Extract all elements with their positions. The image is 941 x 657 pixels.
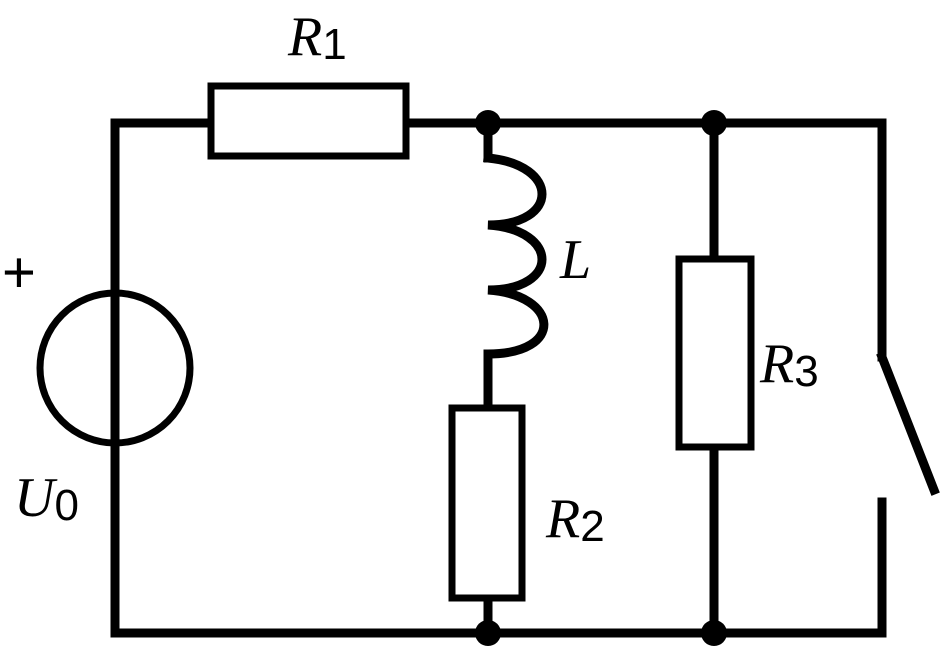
switch xyxy=(876,351,940,496)
plus-sign: + xyxy=(2,240,36,305)
junction-node xyxy=(475,620,501,646)
label-r1: R1 xyxy=(287,6,347,69)
junction-nodes xyxy=(475,110,727,646)
resistor-r1 xyxy=(207,82,410,160)
label-r3: R3 xyxy=(759,333,819,396)
label-u0: U0 xyxy=(14,467,79,530)
label-l: L xyxy=(559,229,591,291)
junction-node xyxy=(475,110,501,136)
junction-node xyxy=(701,620,727,646)
junction-node xyxy=(701,110,727,136)
resistor-r2 xyxy=(448,404,526,602)
resistor-r3 xyxy=(675,255,755,451)
label-r2: R2 xyxy=(545,488,605,551)
inductor-l xyxy=(483,153,549,359)
